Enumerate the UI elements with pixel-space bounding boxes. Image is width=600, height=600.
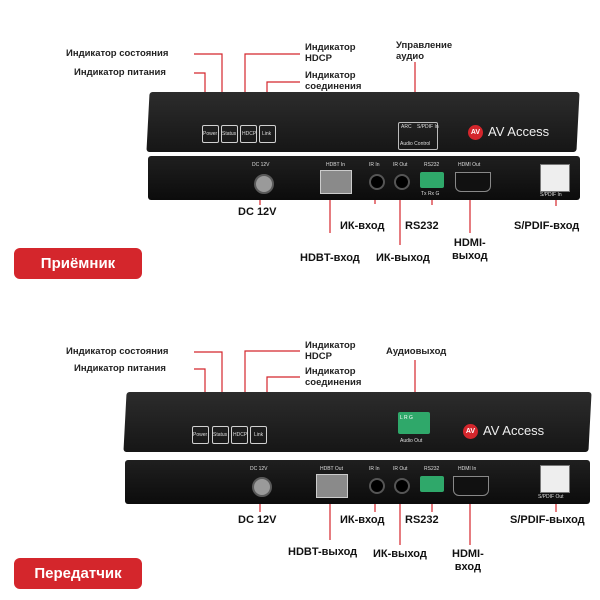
panel-audio-out-tx: Audio Out [400,438,423,444]
label-hdbt-tx: HDBT-выход [288,546,358,558]
receiver-banner: Приёмник [14,248,142,279]
hdmi-port-icon [453,476,489,496]
panel-txrxg-rx: Tx Rx G [421,191,440,197]
panel-status-tx: Status [213,432,228,438]
hdmi-port-icon [455,172,491,192]
label-hdmi-rx: HDMI- выход [452,237,488,262]
panel-ir-out-tx: IR Out [393,466,408,472]
panel-hdbt-tx: HDBT Out [320,466,343,472]
panel-power-rx: Power [203,131,218,137]
rj45-port-icon [320,170,352,194]
panel-hdmi-tx: HDMI In [458,466,477,472]
link-led-tx [250,426,267,444]
ir-out-jack-icon [394,478,410,494]
panel-spdif-rx: S/PDIF In [540,192,562,198]
transmitter-front-panel [125,460,590,504]
panel-audio-control-rx: Audio Control [400,141,431,147]
hdcp-led-tx [231,426,248,444]
panel-status-rx: Status [222,131,237,137]
label-status-indicator-tx: Индикатор состояния [66,346,169,357]
status-led-tx [212,426,229,444]
label-ir-in-tx: ИК-вход [340,514,385,526]
audio-out-terminal-icon [398,412,430,434]
label-ir-out-tx: ИК-выход [373,548,427,560]
logo-tx: AV AV Access [463,423,545,440]
label-link-indicator-tx: Индикатор соединения [305,366,362,388]
panel-dc-tx: DC 12V [250,466,268,472]
dc-jack-icon [254,174,274,194]
label-link-indicator-rx: Индикатор соединения [305,70,362,92]
label-spdif-tx: S/PDIF-выход [510,514,585,526]
label-spdif-rx: S/PDIF-вход [514,220,580,232]
panel-link-rx: Link [262,131,272,137]
ir-in-jack-icon [369,174,385,190]
panel-ir-in-rx: IR In [369,162,380,168]
panel-spdif-in-top-rx: S/PDIF In [417,124,439,130]
logo-text-rx: AV Access [488,124,550,139]
dc-jack-icon [252,477,272,497]
panel-rs232-tx: RS232 [424,466,440,472]
link-led-rx [259,125,276,143]
label-ir-in-rx: ИК-вход [340,220,385,232]
av-logo-icon: AV [463,424,478,440]
power-led-rx [202,125,219,143]
logo-rx: AV AV Access [468,124,550,141]
panel-hdbt-rx: HDBT In [326,162,346,168]
panel-power-tx: Power [193,432,208,438]
rj45-port-icon [316,474,348,498]
spdif-port-icon [540,164,570,192]
panel-hdmi-rx: HDMI Out [458,162,481,168]
panel-ir-out-rx: IR Out [393,162,408,168]
label-hdbt-rx: HDBT-вход [300,252,360,264]
label-dc12v-tx: DC 12V [238,514,277,526]
label-hdcp-indicator-rx: Индикатор HDCP [305,42,356,64]
panel-lrg-tx: L R G [400,415,413,421]
panel-ir-in-tx: IR In [369,466,380,472]
ir-out-jack-icon [394,174,410,190]
label-power-indicator-rx: Индикатор питания [74,67,166,78]
label-audio-control-rx: Управление аудио [396,40,453,62]
audio-control-switch-rx [398,122,438,150]
panel-dc-rx: DC 12V [252,162,270,168]
panel-hdcp-rx: HDCP [242,131,257,137]
rs232-terminal-icon [420,172,444,188]
receiver-front-panel [148,156,580,200]
status-led-rx [221,125,238,143]
panel-arc-rx: ARC [401,124,412,130]
logo-text-tx: AV Access [483,423,545,438]
label-audio-out-tx: Аудиовыход [386,346,447,357]
hdcp-led-rx [240,125,257,143]
panel-link-tx: Link [254,432,264,438]
av-logo-icon: AV [468,125,483,141]
label-hdmi-tx: HDMI- вход [452,548,484,573]
label-dc12v-rx: DC 12V [238,206,277,218]
power-led-tx [192,426,209,444]
label-rs232-tx: RS232 [405,514,439,526]
label-rs232-rx: RS232 [405,220,439,232]
label-hdcp-indicator-tx: Индикатор HDCP [305,340,356,362]
panel-spdif-tx: S/PDIF Out [538,494,564,500]
panel-hdcp-tx: HDCP [233,432,248,438]
spdif-port-icon [540,465,570,493]
rs232-terminal-icon [420,476,444,492]
label-ir-out-rx: ИК-выход [376,252,430,264]
panel-rs232-rx: RS232 [424,162,440,168]
receiver-top-panel [146,92,580,152]
ir-in-jack-icon [369,478,385,494]
transmitter-banner: Передатчик [14,558,142,589]
label-status-indicator-rx: Индикатор состояния [66,48,169,59]
label-power-indicator-tx: Индикатор питания [74,363,166,374]
